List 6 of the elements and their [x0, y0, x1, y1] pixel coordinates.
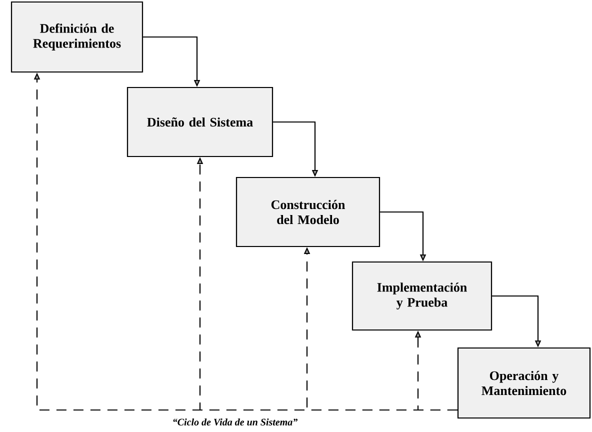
process-box: Definición de Requerimientos: [10, 1, 144, 73]
process-box: Implementación y Prueba: [352, 261, 492, 331]
process-box: Operación y Mantenimiento: [457, 347, 591, 419]
process-box: Construcción del Modelo: [236, 176, 380, 248]
process-box: Diseño del Sistema: [126, 86, 274, 158]
caption: “Ciclo de Vida de un Sistema”: [173, 418, 298, 426]
